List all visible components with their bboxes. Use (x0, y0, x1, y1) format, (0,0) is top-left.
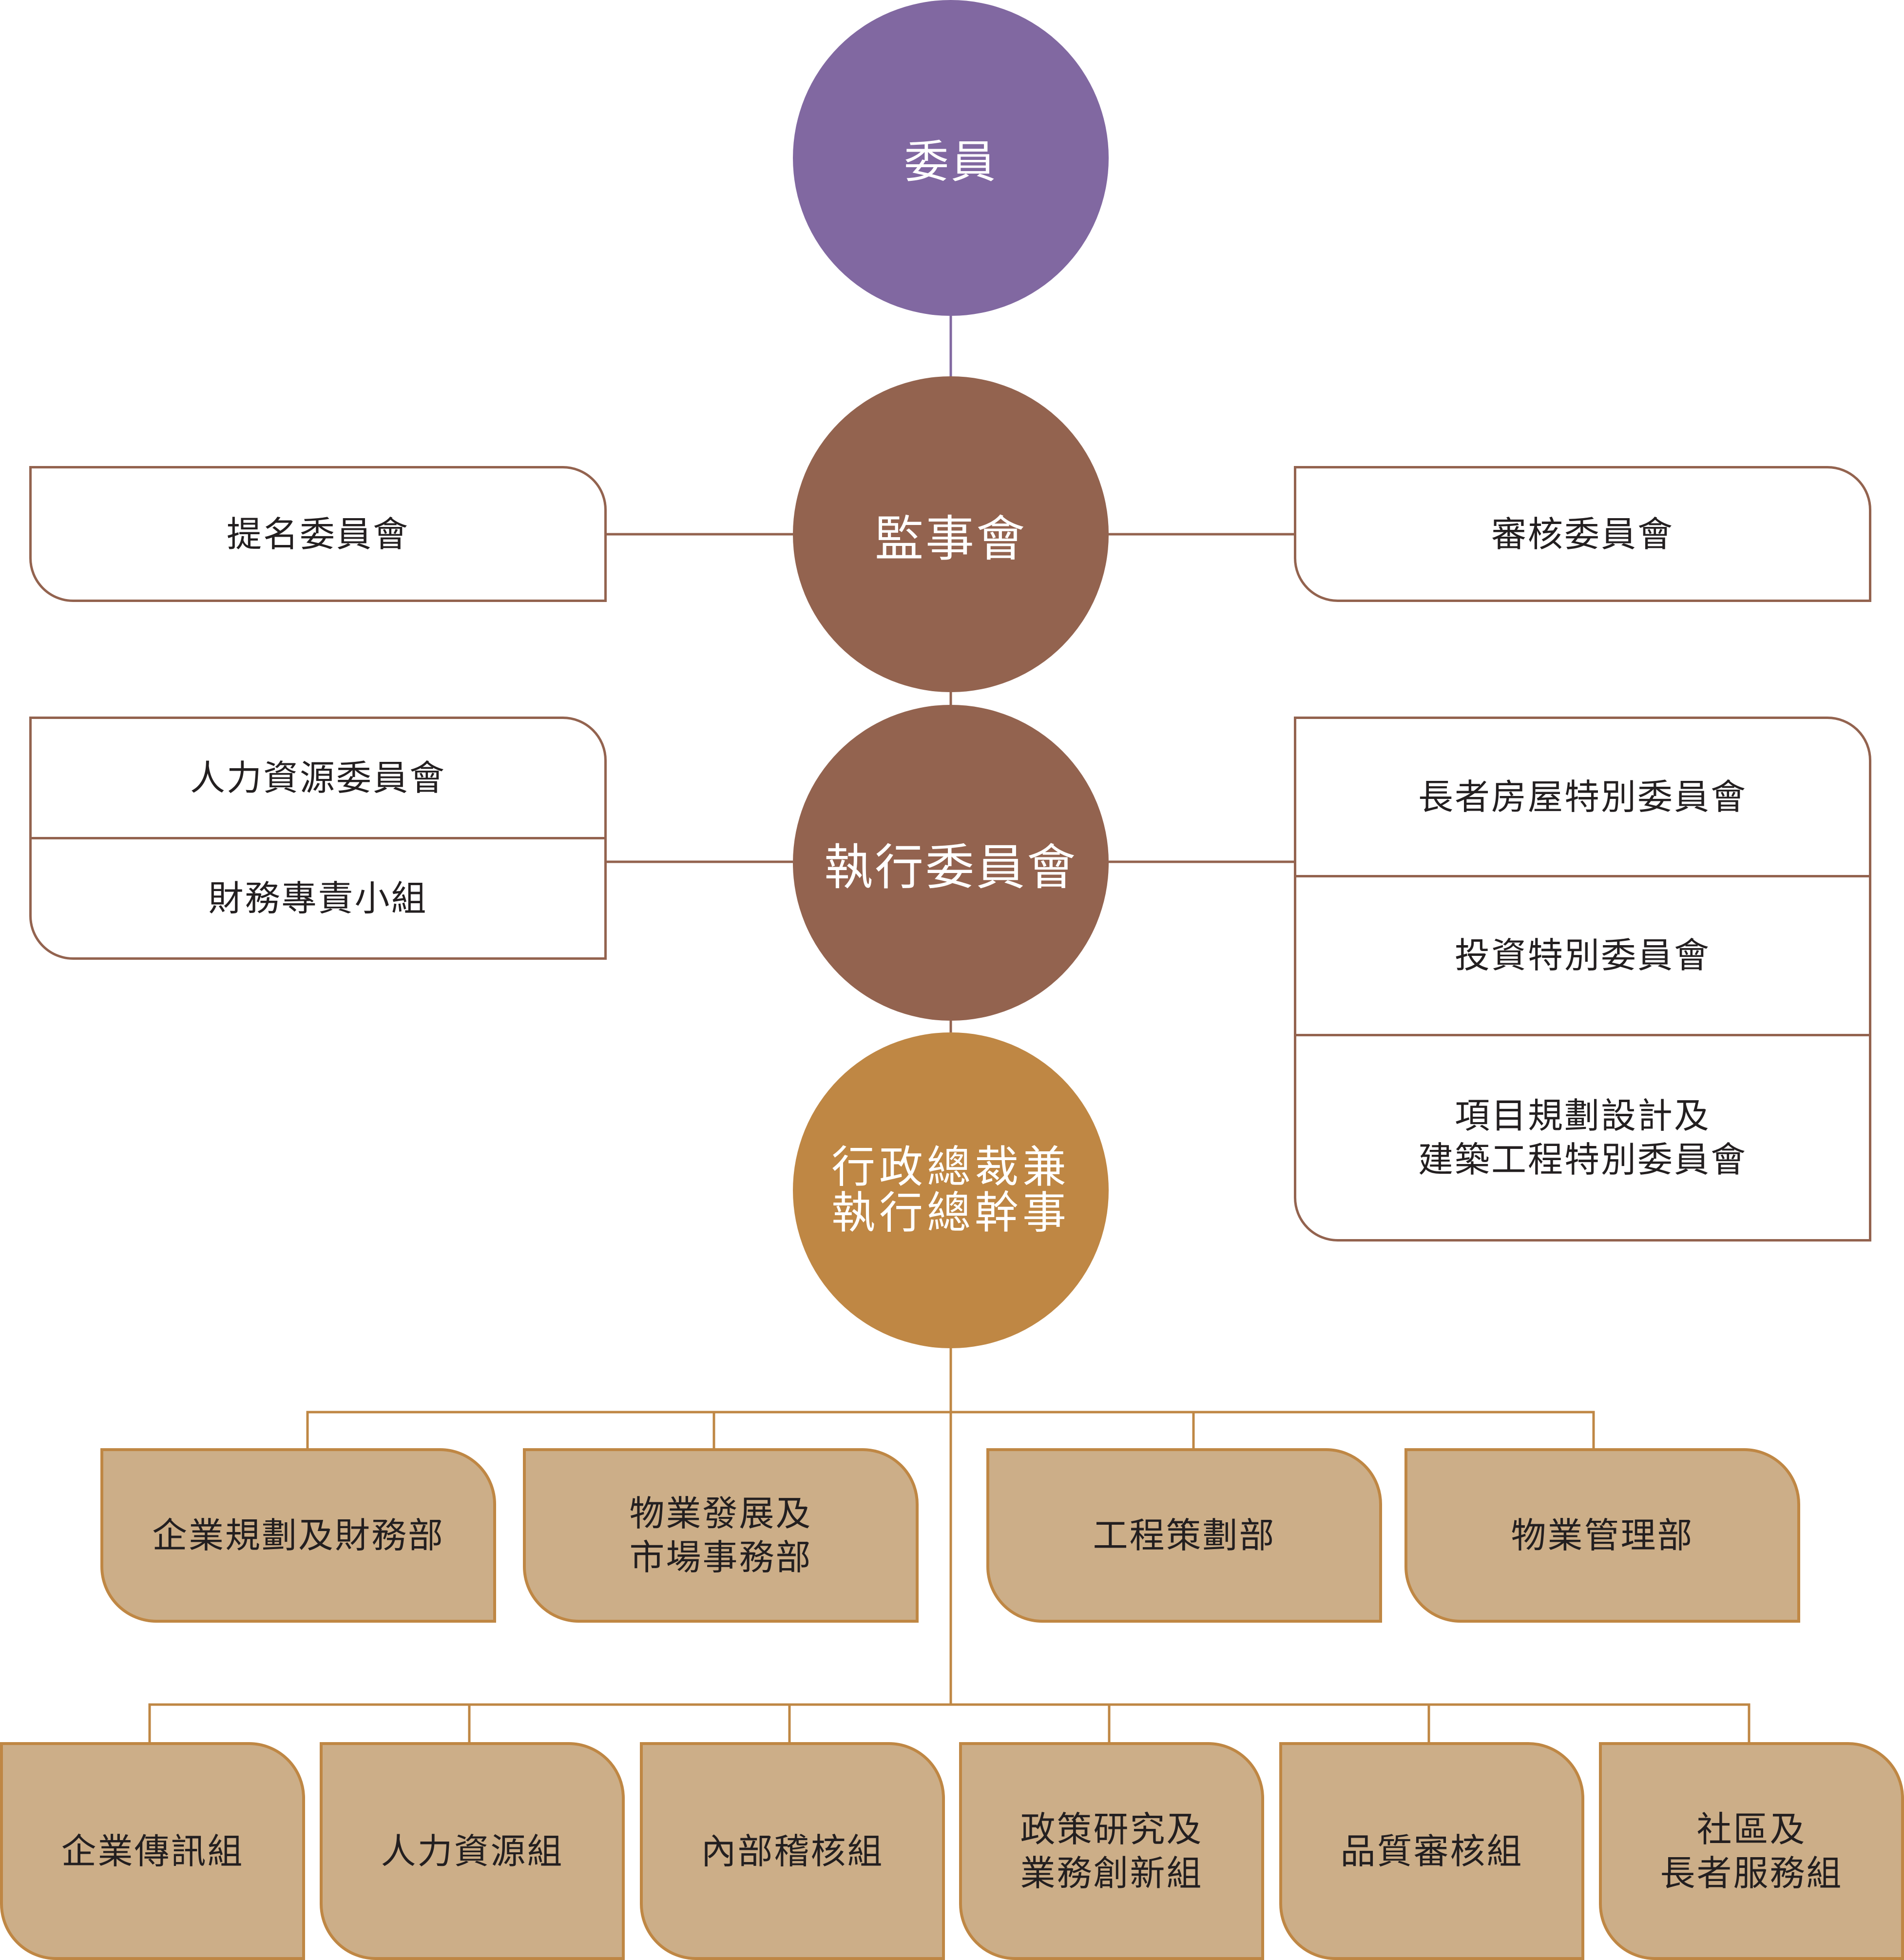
unit-label-line2: 長者服務組 (1660, 1852, 1843, 1894)
planning-design-committee: 項目規劃設計及 建築工程特別委員會 (1296, 1033, 1869, 1239)
members-label: 委員 (904, 136, 998, 188)
planning-design-committee-line1: 項目規劃設計及 (1454, 1095, 1711, 1136)
ceo-node: 行政總裁兼 執行總幹事 (793, 1032, 1109, 1348)
audit-committee-label: 審核委員會 (1491, 513, 1674, 555)
executive-left-panel: 人力資源委員會 財務專責小組 (29, 717, 607, 960)
unit-label-line1: 政策研究及 (1020, 1808, 1203, 1850)
executive-committee-node: 執行委員會 (793, 705, 1109, 1021)
unit-label: 企業傳訊組 (61, 1830, 244, 1872)
unit-box: 品質審核組 (1279, 1742, 1584, 1960)
unit-box: 政策研究及 業務創新組 (959, 1742, 1264, 1960)
nomination-committee-label: 提名委員會 (226, 513, 409, 555)
connector-unit-bus (148, 1703, 1750, 1742)
department-label-line2: 市場事務部 (629, 1537, 812, 1578)
supervisory-board-node: 監事會 (793, 376, 1109, 692)
department-box: 工程策劃部 (986, 1448, 1382, 1623)
unit-label: 人力資源組 (381, 1830, 564, 1872)
unit-label-line2: 業務創新組 (1020, 1852, 1203, 1894)
unit-box: 企業傳訊組 (0, 1742, 305, 1960)
department-box: 物業管理部 (1404, 1448, 1800, 1623)
unit-label: 品質審核組 (1340, 1830, 1523, 1872)
department-label: 企業規劃及財務部 (152, 1515, 444, 1556)
nomination-committee-box: 提名委員會 (29, 466, 607, 602)
elderly-housing-committee: 長者房屋特別委員會 (1296, 719, 1869, 875)
planning-design-committee-line2: 建築工程特別委員會 (1418, 1139, 1747, 1180)
connector-dept-bus (306, 1411, 1595, 1448)
investment-committee-label: 投資特別委員會 (1454, 935, 1711, 976)
department-label: 工程策劃部 (1093, 1515, 1276, 1556)
unit-box: 人力資源組 (320, 1742, 625, 1960)
unit-box: 社區及 長者服務組 (1599, 1742, 1904, 1960)
hr-committee-label: 人力資源委員會 (190, 757, 446, 798)
ceo-label-line2: 執行總幹事 (831, 1187, 1070, 1239)
supervisory-board-label: 監事會 (875, 510, 1027, 567)
unit-box: 內部稽核組 (640, 1742, 945, 1960)
unit-label-line1: 社區及 (1696, 1808, 1807, 1850)
department-label-line1: 物業發展及 (629, 1493, 812, 1534)
investment-committee: 投資特別委員會 (1296, 875, 1869, 1033)
department-label: 物業管理部 (1511, 1515, 1694, 1556)
ceo-label-line1: 行政總裁兼 (831, 1141, 1070, 1193)
unit-label: 內部稽核組 (701, 1830, 884, 1872)
members-node: 委員 (793, 0, 1109, 316)
elderly-housing-committee-label: 長者房屋特別委員會 (1418, 776, 1747, 818)
audit-committee-box: 審核委員會 (1294, 466, 1871, 602)
department-box: 物業發展及 市場事務部 (523, 1448, 919, 1623)
finance-task-force-label: 財務專責小組 (32, 837, 604, 957)
executive-right-panel: 長者房屋特別委員會 投資特別委員會 項目規劃設計及 建築工程特別委員會 (1294, 717, 1871, 1242)
executive-committee-label: 執行委員會 (824, 838, 1077, 896)
department-box: 企業規劃及財務部 (100, 1448, 496, 1623)
